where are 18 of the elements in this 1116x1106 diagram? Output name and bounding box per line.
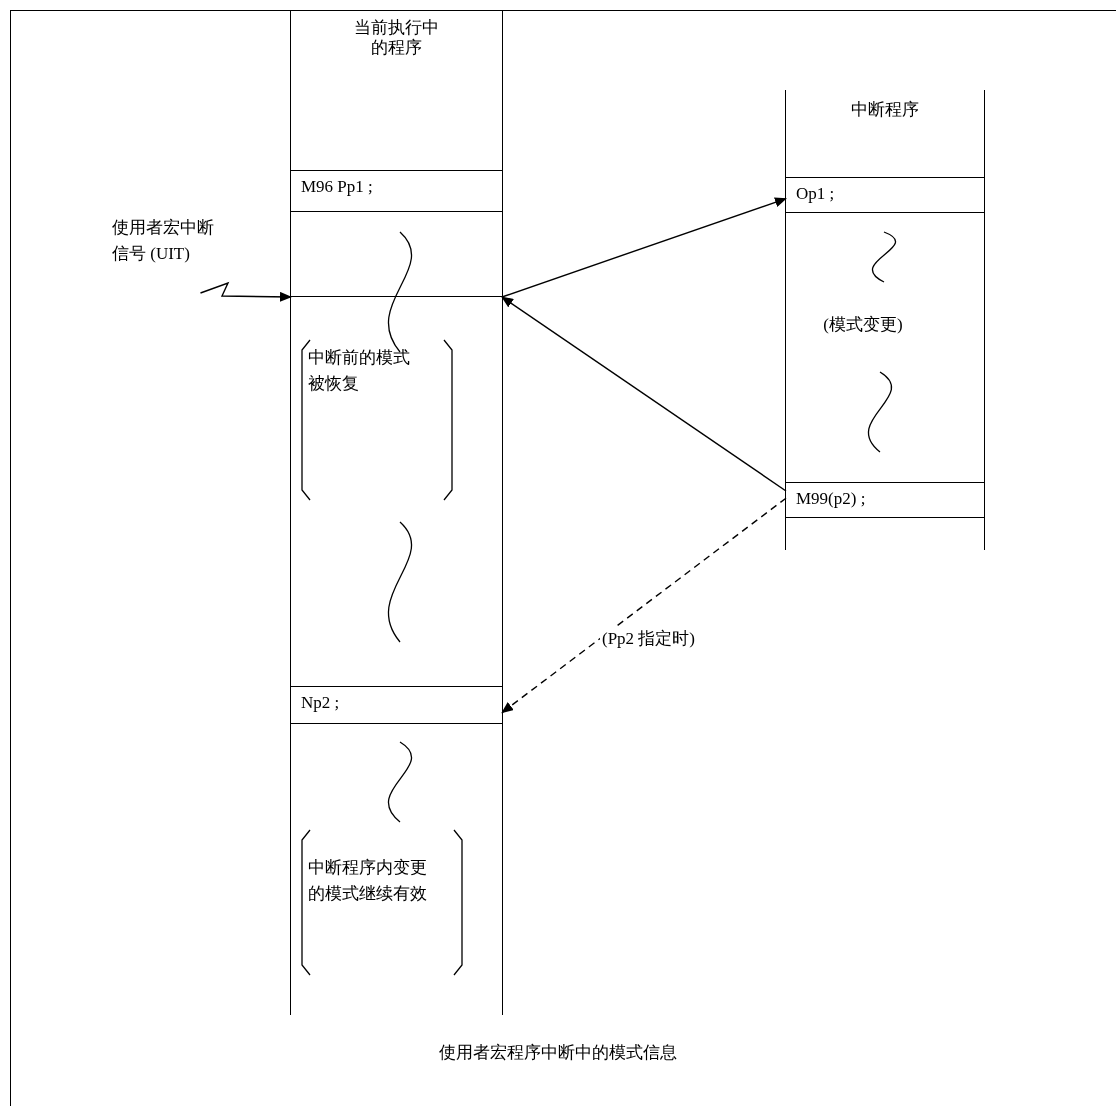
- signal-label: 使用者宏中断信号 (UIT): [112, 215, 224, 293]
- interrupt-line: [291, 296, 502, 298]
- program-block: M96 Pp1 ;: [291, 170, 502, 212]
- program-block: Op1 ;: [786, 177, 984, 213]
- arrow: [501, 197, 787, 298]
- program-column: [785, 90, 985, 550]
- program-column: [290, 10, 503, 1015]
- note-text: 中断前的模式被恢复: [307, 347, 411, 395]
- program-block: M99(p2) ;: [786, 482, 984, 518]
- arrow: [501, 296, 787, 492]
- note-text: 中断程序内变更的模式继续有效: [307, 857, 428, 905]
- column-heading: 当前执行中的程序: [353, 18, 440, 58]
- caption: 使用者宏程序中断中的模式信息: [438, 1042, 678, 1064]
- program-block: Np2 ;: [291, 686, 502, 724]
- arrow: [199, 281, 292, 302]
- arrow: [501, 497, 787, 714]
- column-heading: 中断程序: [850, 100, 920, 120]
- note-text: (模式变更): [822, 314, 904, 336]
